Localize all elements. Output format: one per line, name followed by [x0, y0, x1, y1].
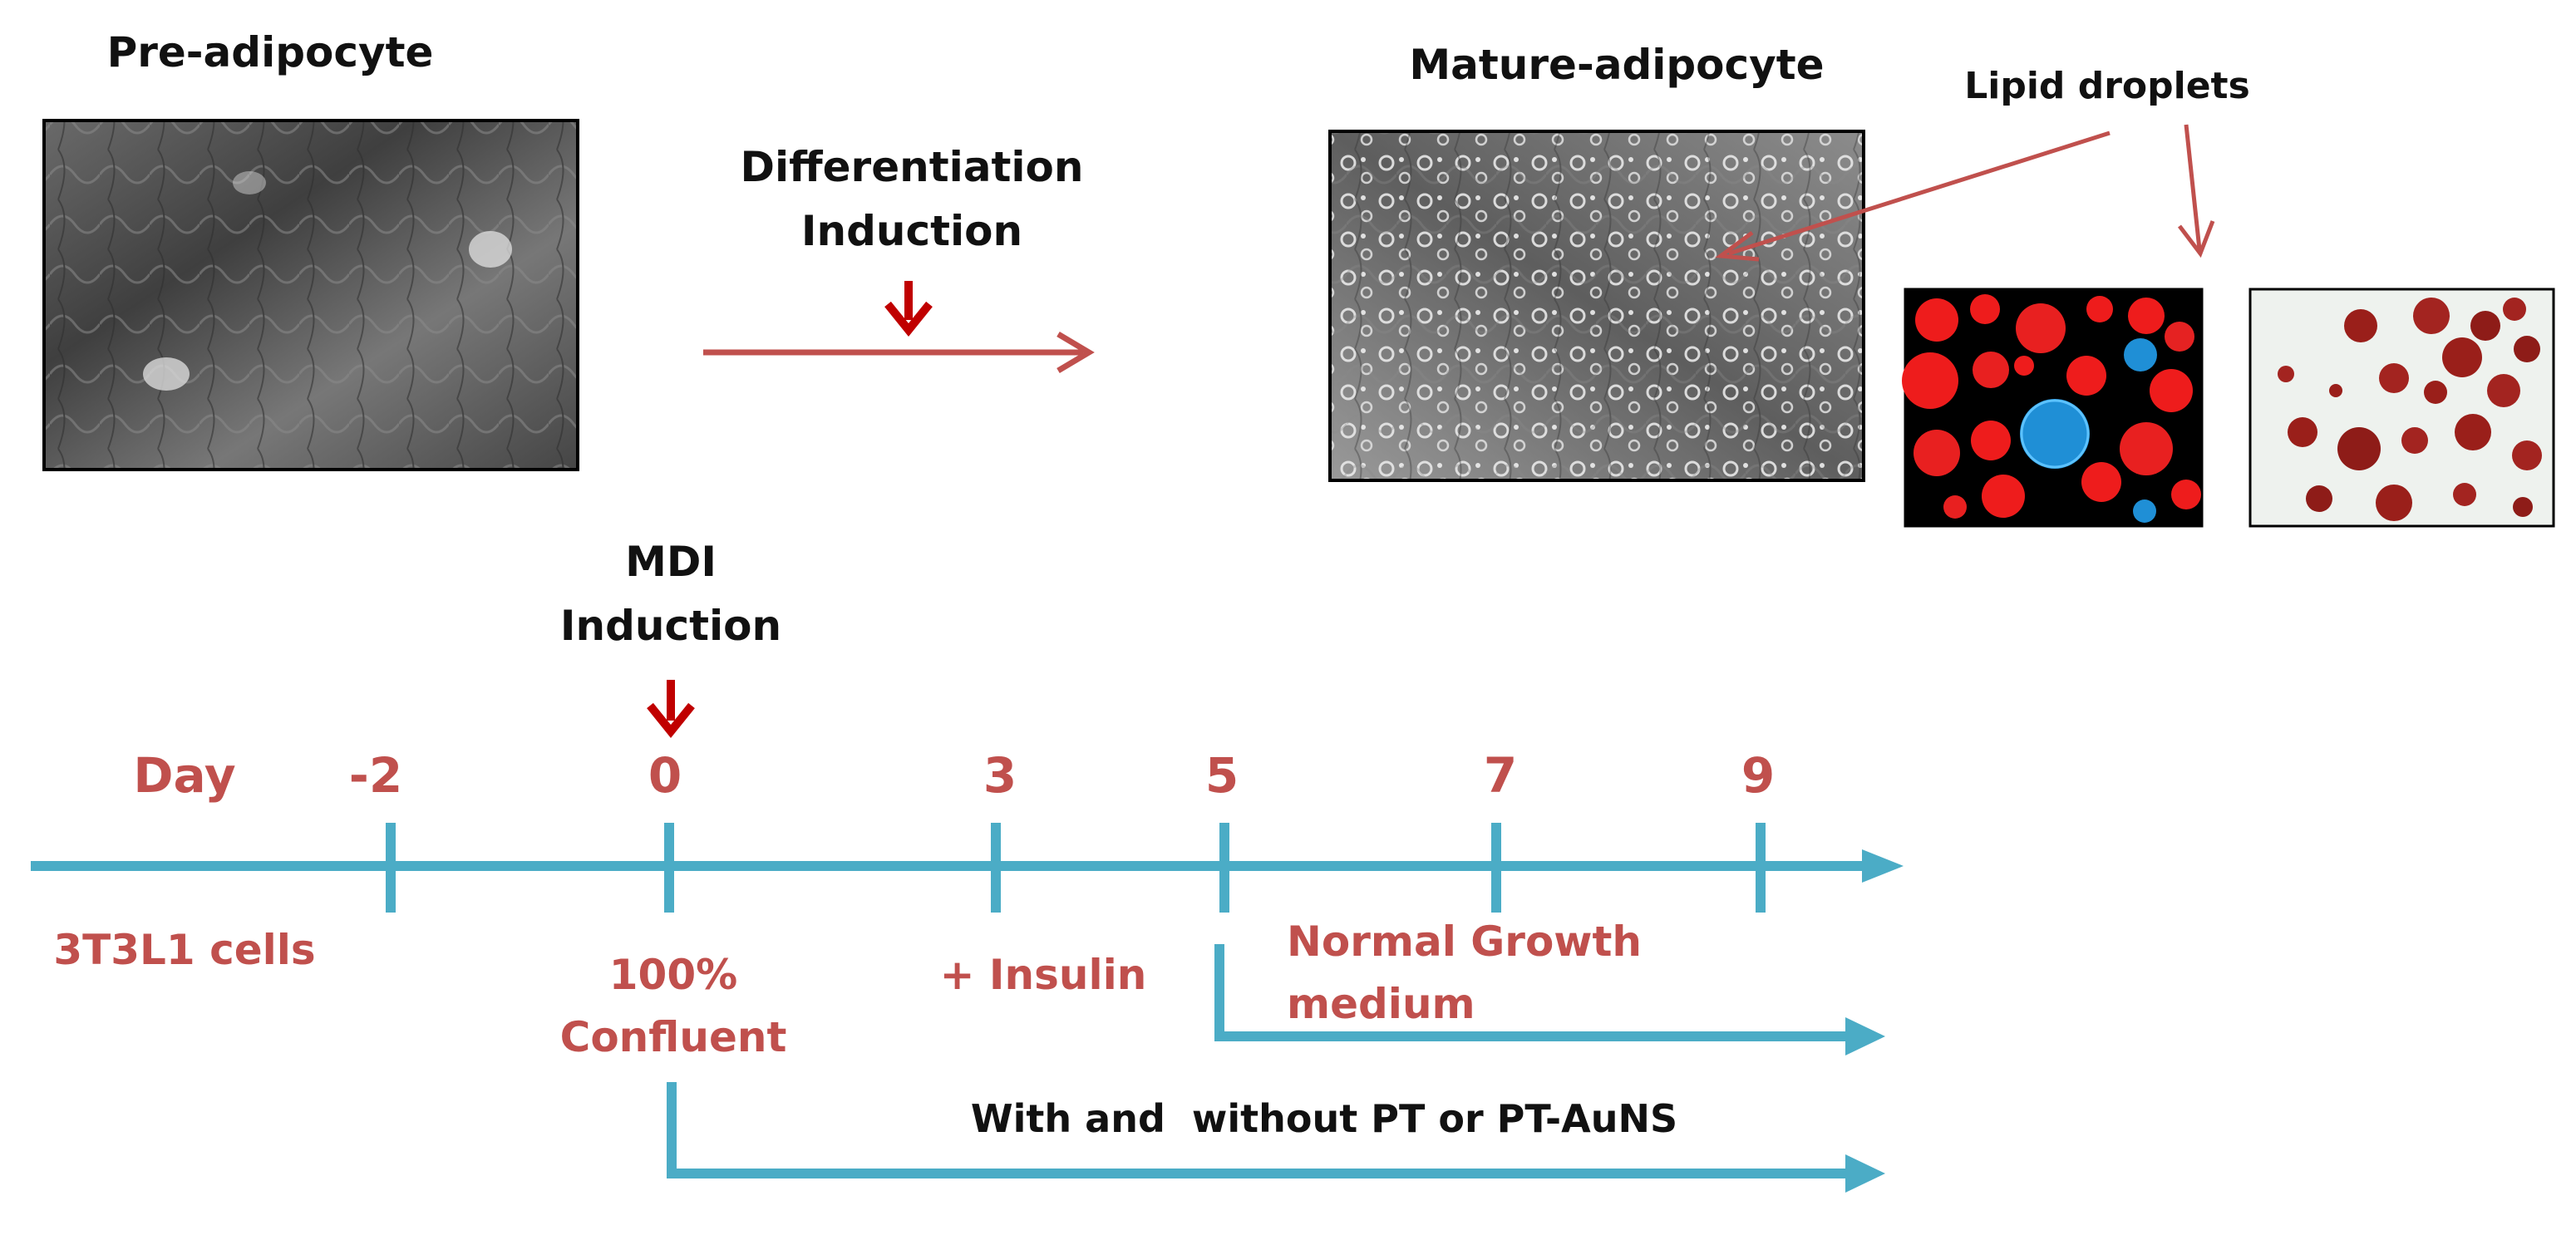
mdi-down-arrow-icon: [647, 680, 695, 738]
differentiation-induction-label: Induction: [801, 207, 1022, 255]
mdi-label: MDI: [625, 538, 717, 586]
timeline-axis: [31, 849, 1904, 883]
differentiation-down-arrow-icon: [884, 281, 933, 337]
normal-growth-label: Normal Growth: [1287, 918, 1642, 966]
lipid-droplets-label: Lipid droplets: [1964, 65, 2250, 107]
confluent-label: Confluent: [560, 1013, 787, 1061]
day-tick-label: 0: [648, 747, 682, 804]
insulin-label: + Insulin: [940, 951, 1147, 999]
normal-growth-medium-label: medium: [1287, 980, 1475, 1028]
normal-growth-arrow-icon: [1214, 944, 1885, 1055]
day-tick-label: 9: [1741, 747, 1775, 804]
differentiation-arrow-icon: [703, 331, 1095, 374]
oil-red-stain-image: [2248, 288, 2555, 528]
fluorescence-lipid-image: [1902, 288, 2204, 528]
mature-adipocyte-image: [1328, 130, 1865, 482]
mature-adipocyte-label: Mature-adipocyte: [1409, 41, 1824, 89]
day-tick-label: 3: [983, 747, 1017, 804]
timeline-ticks: [386, 823, 1766, 913]
differentiation-label: Differentiation: [741, 143, 1084, 191]
lipid-droplets-pointer-arrow-icon: [1715, 130, 2111, 262]
pre-adipocyte-label: Pre-adipocyte: [107, 28, 434, 76]
day-tick-label: 7: [1484, 747, 1517, 804]
cells-label: 3T3L1 cells: [53, 926, 315, 974]
confluent-percent-label: 100%: [609, 951, 737, 999]
lipid-droplets-down-arrow-icon: [2178, 124, 2215, 258]
day-tick-label: 5: [1205, 747, 1239, 804]
treatment-label: With and without PT or PT-AuNS: [971, 1096, 1677, 1141]
mdi-induction-label: Induction: [560, 602, 781, 650]
day-label: Day: [133, 747, 235, 804]
treatment-arrow-icon: [667, 1082, 1885, 1193]
day-tick-label: -2: [349, 747, 402, 804]
pre-adipocyte-image: [42, 119, 579, 471]
